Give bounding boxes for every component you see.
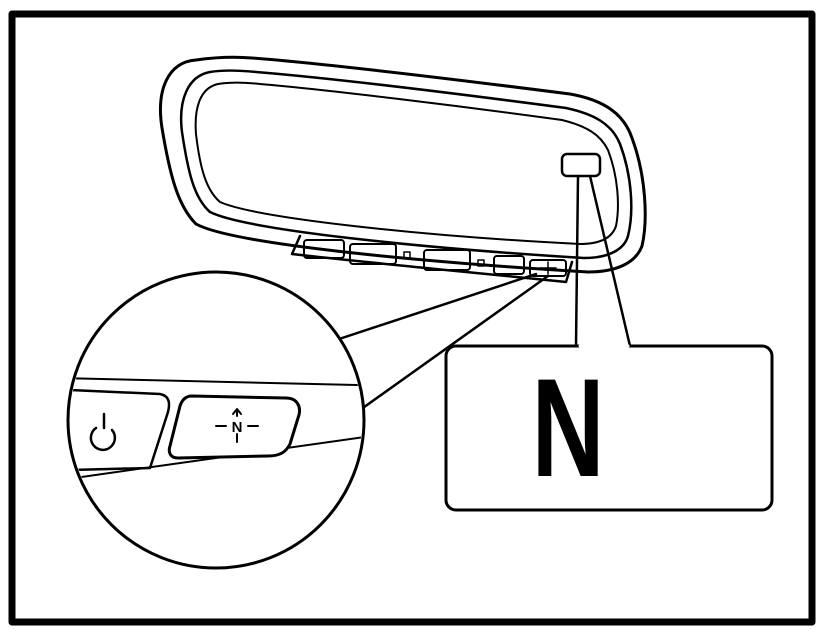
mirror-housing bbox=[159, 55, 647, 274]
magnified-power-button[interactable] bbox=[70, 388, 171, 472]
callout-line-display-left bbox=[574, 174, 580, 348]
mirror-button-4[interactable] bbox=[493, 255, 525, 275]
mirror-button-3[interactable] bbox=[423, 249, 471, 271]
power-icon bbox=[89, 412, 117, 451]
callout-line-button-upper bbox=[328, 272, 538, 344]
mirror-button-strip bbox=[290, 234, 574, 284]
magnified-button-view: N bbox=[66, 270, 366, 570]
display-callout-box bbox=[444, 344, 774, 512]
display-letter: N bbox=[532, 350, 605, 506]
compass-icon bbox=[215, 408, 259, 443]
mirror-glass bbox=[194, 81, 619, 245]
mirror-button-1[interactable] bbox=[303, 239, 345, 259]
magnified-compass-button[interactable] bbox=[167, 394, 301, 460]
rearview-mirror bbox=[159, 55, 647, 284]
mirror-compass-mark-icon bbox=[539, 261, 557, 275]
callout-line-button-lower bbox=[358, 274, 550, 412]
magnified-panel-top-edge bbox=[70, 377, 362, 387]
mirror-indicator-1 bbox=[403, 251, 411, 259]
compass-button-label: N bbox=[232, 419, 243, 436]
display-callout: N bbox=[444, 344, 774, 512]
mirror-rim bbox=[179, 69, 633, 260]
mirror-button-2[interactable] bbox=[349, 243, 397, 265]
mirror-display-window bbox=[560, 152, 602, 178]
callout-line-display-right bbox=[588, 174, 632, 348]
mirror-indicator-2 bbox=[477, 259, 485, 267]
